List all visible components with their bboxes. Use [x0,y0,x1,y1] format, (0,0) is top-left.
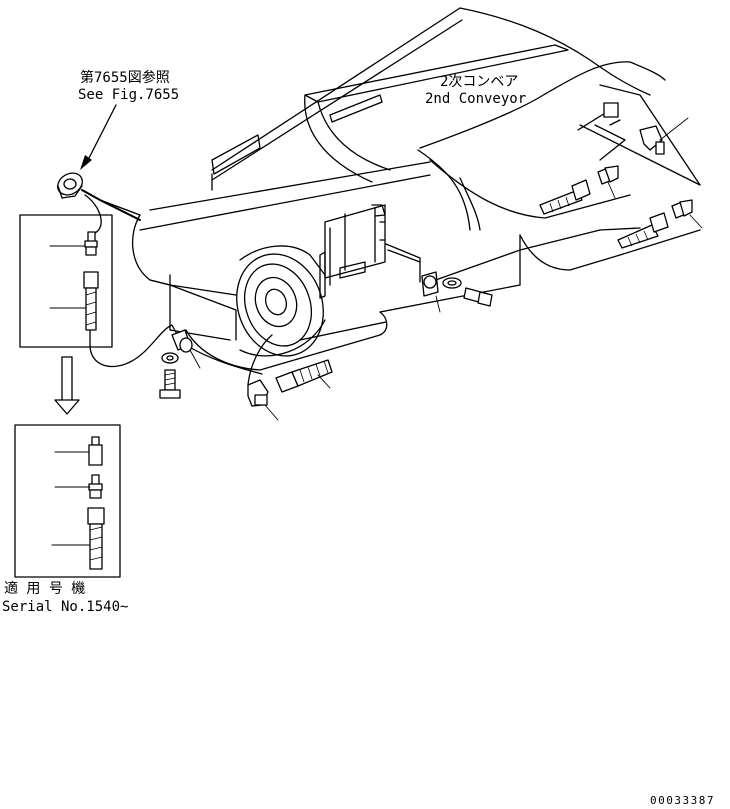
hose-lines [84,109,701,386]
detail-box-upper [19,214,113,348]
reference-label: 第7655図参照 See Fig.7655 [78,69,179,103]
hose-end-fitting [275,359,333,393]
reference-label-jp: 第7655図参照 [80,69,170,86]
conveyor-label-jp: 2次コンベア [440,74,518,90]
drawing-number: 00033387 [650,794,715,807]
clip-washer-bolt-right [421,271,493,313]
conveyor-label-en: 2nd Conveyor [425,91,526,107]
reference-fitting [57,104,141,221]
elbow-fitting [247,379,279,421]
right-upper-fittings [539,165,619,215]
serial-label-jp: 適 用 号 機 [4,580,85,597]
serial-label: 適 用 号 機 Serial No.1540~ [2,580,128,615]
change-arrow [54,356,80,415]
mounting-bracket [319,204,421,299]
serial-label-en: Serial No.1540~ [2,599,128,615]
conveyor-label: 2次コンベア 2nd Conveyor [425,74,526,107]
drive-pulley [236,245,326,357]
right-elbow-connector [603,102,689,155]
right-lower-fittings [617,199,703,249]
clip-washer-bolt-left [159,329,201,399]
conveyor-body [99,7,701,371]
detail-box-lower [14,424,121,578]
reference-label-en: See Fig.7655 [78,87,179,103]
